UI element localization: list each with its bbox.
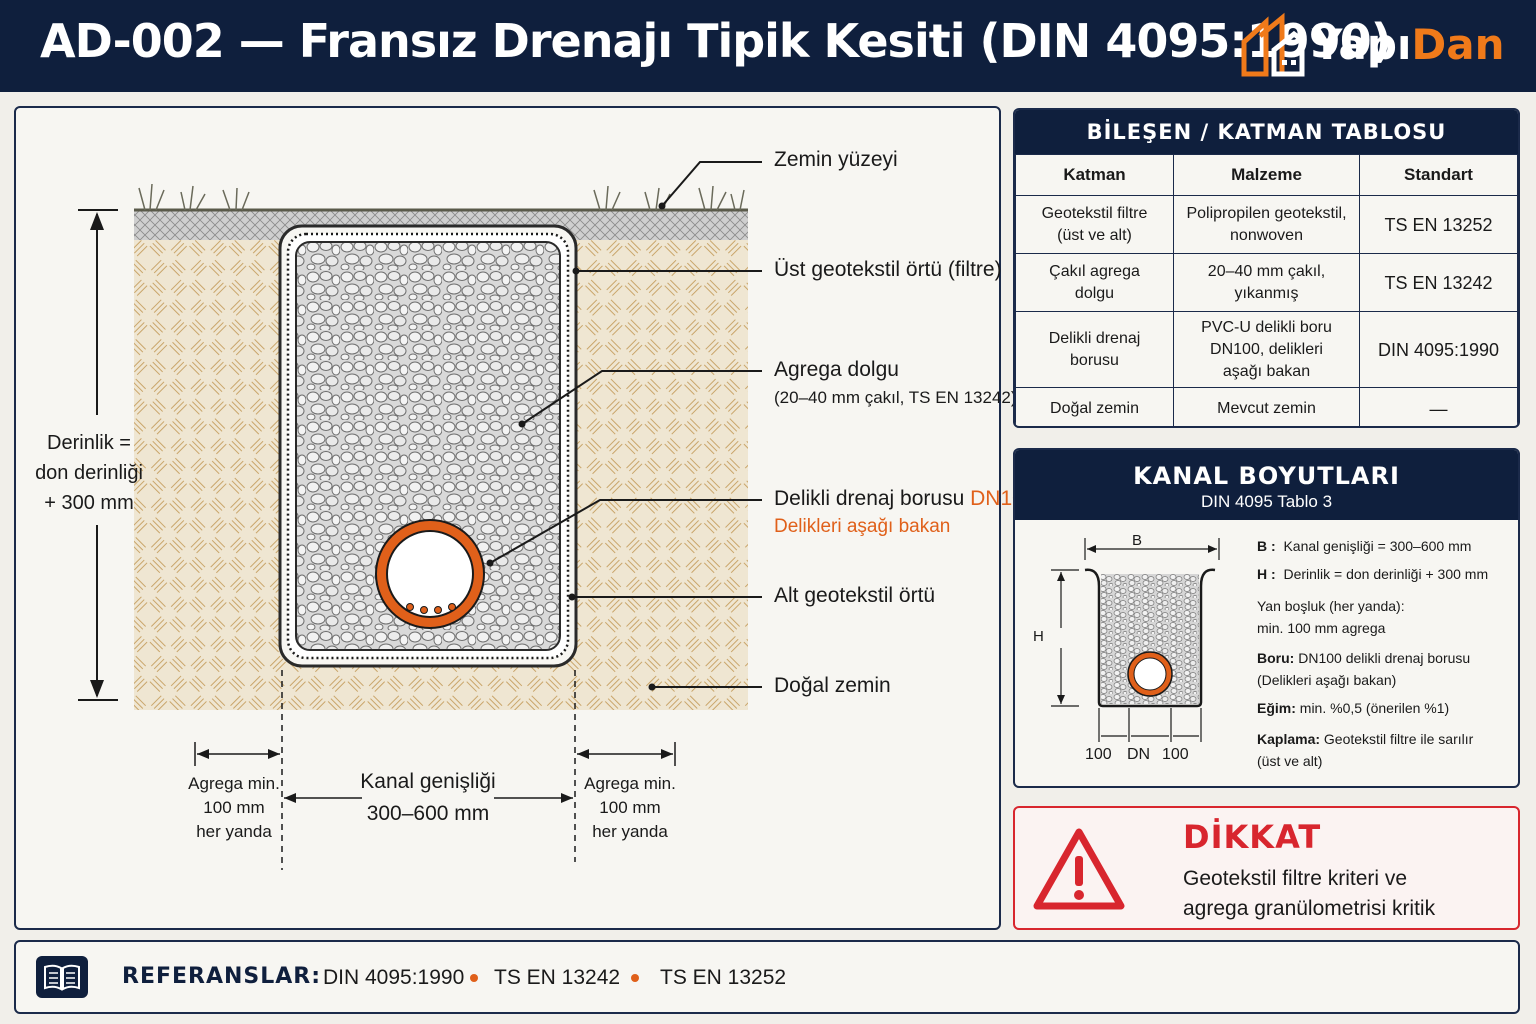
col-header-standard: Standart (1359, 154, 1518, 196)
cell-standard: DIN 4095:1990 (1359, 311, 1518, 388)
label-bottom-geotextile: Alt geotekstil örtü (774, 584, 936, 607)
header-bar: AD-002 — Fransız Drenajı Tipik Kesiti (D… (0, 0, 1536, 92)
cell-standard: TS EN 13252 (1359, 195, 1518, 254)
dimensions-subtitle: DIN 4095 Tablo 3 (1200, 492, 1333, 511)
building-logo-icon (1241, 12, 1305, 77)
cell-material: PVC-U delikli boru DN100, delikleri aşağ… (1173, 311, 1360, 388)
cell-standard: — (1359, 387, 1518, 426)
label-natural-ground: Doğal zemin (774, 674, 891, 697)
spec-side-2: min. 100 mm agrega (1257, 620, 1386, 636)
cell-layer: Delikli drenaj borusu (1015, 311, 1174, 388)
leader-aggregate (521, 370, 762, 425)
spec-pipe: Boru: DN100 delikli drenaj borusu (1257, 650, 1471, 666)
cell-layer: Geotekstil filtre (üst ve alt) (1015, 195, 1174, 254)
table-row: Geotekstil filtre (üst ve alt)Polipropil… (1015, 195, 1518, 254)
cell-material: Mevcut zemin (1173, 387, 1360, 426)
label-aggregate: Agrega dolgu (774, 358, 899, 381)
cell-standard: TS EN 13242 (1359, 253, 1518, 312)
cell-material: 20–40 mm çakıl, yıkanmış (1173, 253, 1360, 312)
warning-triangle-icon (1033, 828, 1125, 910)
reference-separator (470, 974, 478, 982)
references-bar: REFERANSLAR: DIN 4095:1990 TS EN 13242 T… (14, 940, 1520, 1014)
spec-slope: Eğim: min. %0,5 (önerilen %1) (1257, 700, 1450, 716)
cell-material: Polipropilen geotekstil, nonwoven (1173, 195, 1360, 254)
label-ground-surface: Zemin yüzeyi (774, 148, 898, 171)
logo-text: YapıDan (1312, 20, 1505, 69)
spec-cover-2: (üst ve alt) (1257, 753, 1323, 769)
leader-ground-surface (661, 161, 762, 207)
pipe-perforations (406, 603, 456, 614)
width-guides (281, 670, 576, 870)
page-title: AD-002 — Fransız Drenajı Tipik Kesiti (D… (40, 14, 1392, 68)
label-pipe: Delikli drenaj borusu DN100 (774, 487, 1036, 510)
spec-h: H : Derinlik = don derinliği + 300 mm (1257, 566, 1489, 582)
components-table: Katman Malzeme Standart Geotekstil filtr… (1015, 154, 1518, 426)
label-pipe-sub: Delikleri aşağı bakan (774, 516, 951, 537)
components-table-panel: BİLEŞEN / KATMAN TABLOSU Katman Malzeme … (1013, 108, 1520, 428)
left-clearance-dimension (194, 742, 280, 766)
reference-item: TS EN 13242 (494, 966, 621, 989)
gravel-fill (295, 241, 561, 651)
dimensions-title: KANAL BOYUTLARI (1133, 462, 1400, 490)
book-icon (36, 956, 88, 998)
sketch-label-h: H (1033, 628, 1044, 645)
spec-b: B : Kanal genişliği = 300–600 mm (1257, 538, 1472, 554)
sketch-label-right: 100 (1162, 746, 1189, 763)
mini-section-sketch (1051, 538, 1220, 742)
leader-pipe (489, 499, 762, 564)
right-clearance-dimension (577, 742, 676, 766)
spec-side-1: Yan boşluk (her yanda): (1257, 598, 1405, 614)
dimensions-header: KANAL BOYUTLARI DIN 4095 Tablo 3 (1015, 450, 1518, 520)
label-top-geotextile: Üst geotekstil örtü (filtre) (774, 258, 1002, 281)
warning-title: DİKKAT (1183, 818, 1322, 856)
references-label: REFERANSLAR: (122, 964, 322, 989)
sketch-label-b: B (1132, 532, 1143, 549)
col-header-material: Malzeme (1173, 154, 1360, 196)
cell-layer: Çakıl agrega dolgu (1015, 253, 1174, 312)
spec-cover: Kaplama: Geotekstil filtre ile sarılır (1257, 731, 1474, 747)
depth-dimension (78, 209, 118, 701)
col-header-layer: Katman (1015, 154, 1174, 196)
cell-layer: Doğal zemin (1015, 387, 1174, 426)
label-aggregate-sub: (20–40 mm çakıl, TS EN 13242) (774, 388, 1017, 407)
reference-item: TS EN 13252 (660, 966, 787, 989)
reference-separator (631, 974, 639, 982)
channel-dimensions-panel: KANAL BOYUTLARI DIN 4095 Tablo 3 B H 100… (1013, 448, 1520, 788)
spec-pipe-2: (Delikleri aşağı bakan) (1257, 672, 1397, 688)
grass-tufts (138, 183, 745, 211)
company-logo: YapıDan (1236, 10, 1526, 84)
sketch-label-dn: DN (1127, 746, 1151, 763)
depth-label: Derinlik =don derinliği+ 300 mm (35, 432, 143, 514)
sketch-label-left: 100 (1085, 746, 1112, 763)
components-table-title: BİLEŞEN / KATMAN TABLOSU (1015, 110, 1518, 154)
reference-item: DIN 4095:1990 (323, 966, 465, 989)
